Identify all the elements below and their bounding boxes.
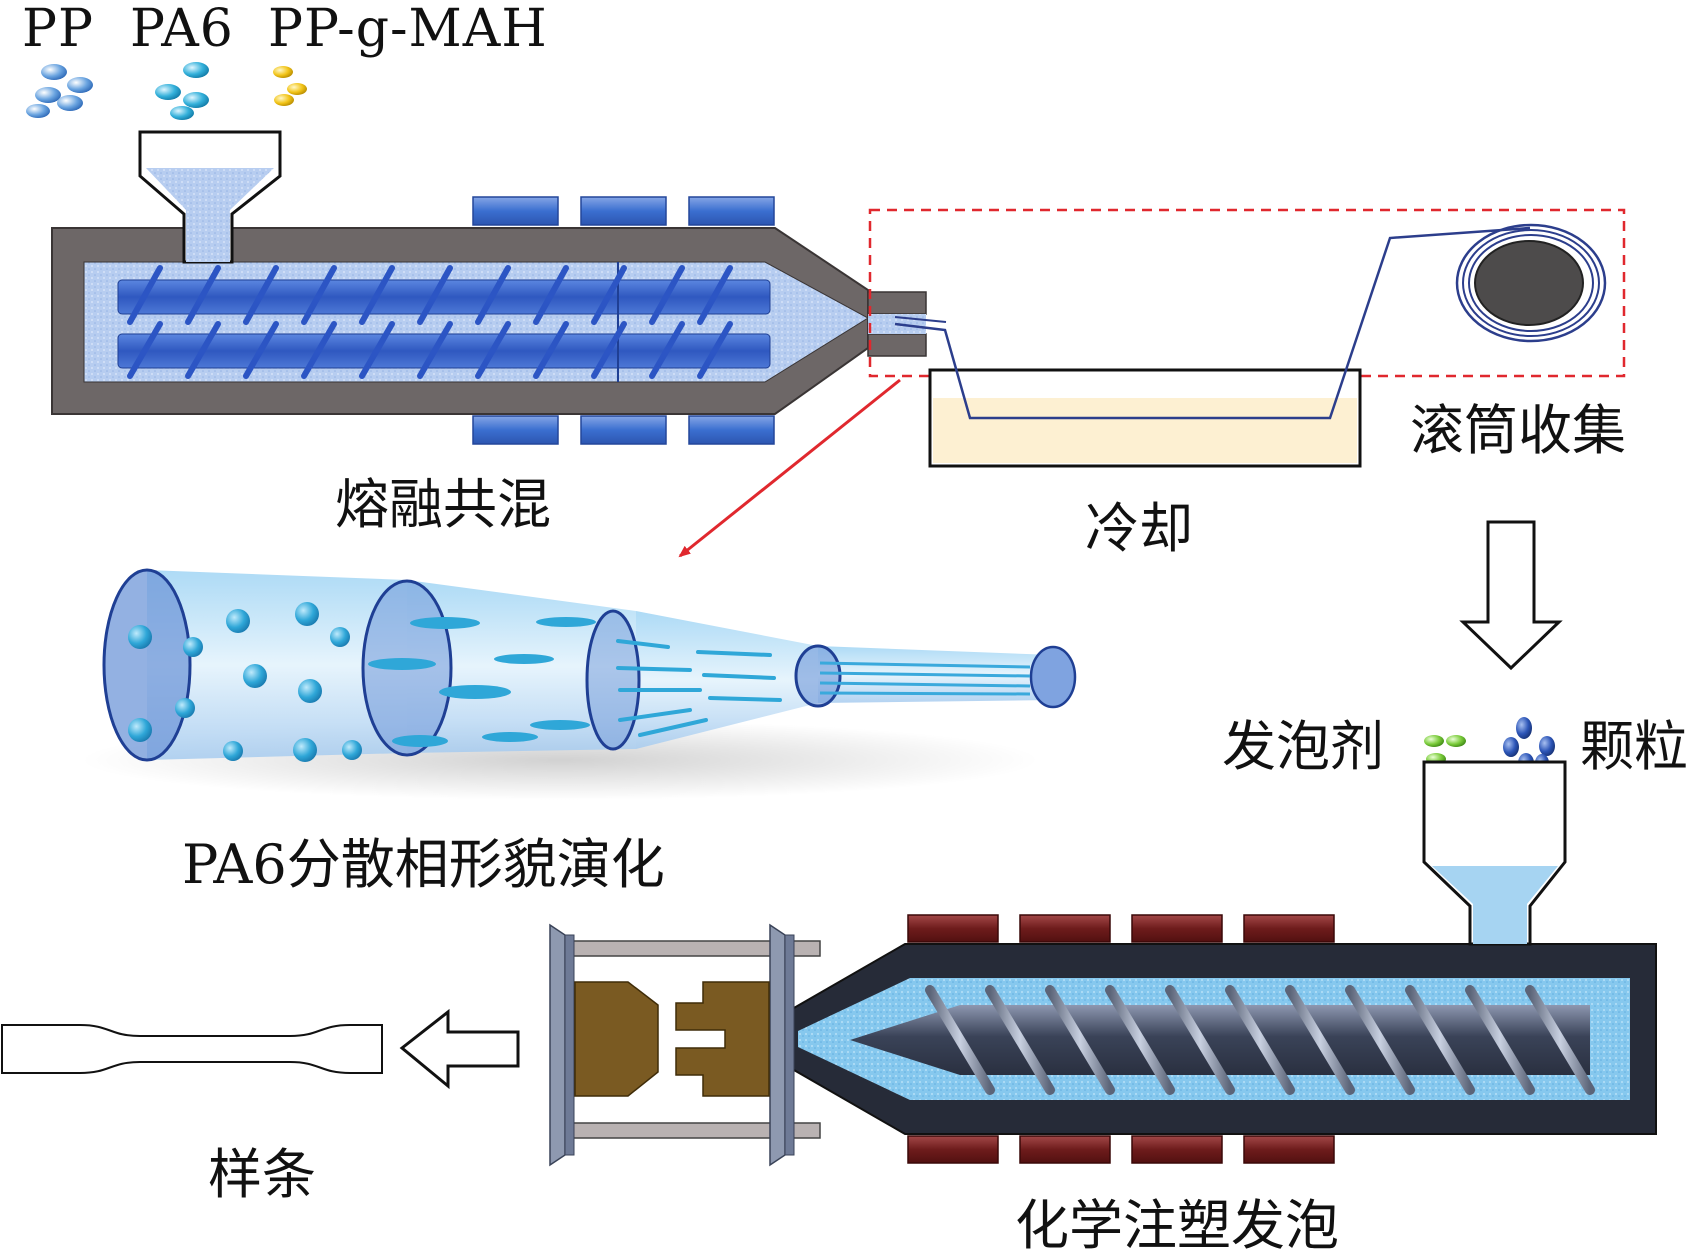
label-pp: PP xyxy=(22,0,94,59)
label-specimen: 样条 xyxy=(208,1143,316,1206)
morphology-evolution xyxy=(80,568,1077,800)
injection-molding-machine xyxy=(549,760,1657,1167)
dogbone-specimen xyxy=(1,1024,383,1074)
label-roller-collection: 滚筒收集 xyxy=(1410,399,1626,462)
label-cooling: 冷却 xyxy=(1085,497,1193,560)
injection-screw-flights xyxy=(925,985,1595,1095)
pa6-fibrils xyxy=(616,639,782,737)
down-arrow xyxy=(1459,520,1563,671)
pa6-ellipsoids xyxy=(368,617,596,747)
pa6-droplets xyxy=(128,602,362,762)
label-injection-foaming: 化学注塑发泡 xyxy=(1015,1194,1339,1257)
extruded-strand xyxy=(894,226,1531,420)
twin-screw-extruder xyxy=(51,130,927,445)
label-pp-g-mah: PP-g-MAH xyxy=(268,0,548,59)
label-pa6: PA6 xyxy=(130,0,234,59)
pa6-pellets xyxy=(155,62,209,120)
heater-bands-top xyxy=(472,196,775,445)
twin-screws xyxy=(117,262,771,382)
label-foaming-agent: 发泡剂 xyxy=(1222,715,1384,778)
pp-g-mah-pellets xyxy=(273,66,307,106)
collection-roller xyxy=(1455,223,1607,343)
left-arrow xyxy=(399,1008,520,1090)
label-pellets: 颗粒 xyxy=(1580,715,1688,778)
label-morphology: PA6分散相形貌演化 xyxy=(182,833,665,896)
heater-bands-bottom xyxy=(907,914,1335,1164)
label-melt-blending: 熔融共混 xyxy=(335,473,551,536)
pa6-fibers xyxy=(819,661,1031,696)
pp-pellets xyxy=(26,64,93,118)
zoom-arrow xyxy=(678,378,901,558)
